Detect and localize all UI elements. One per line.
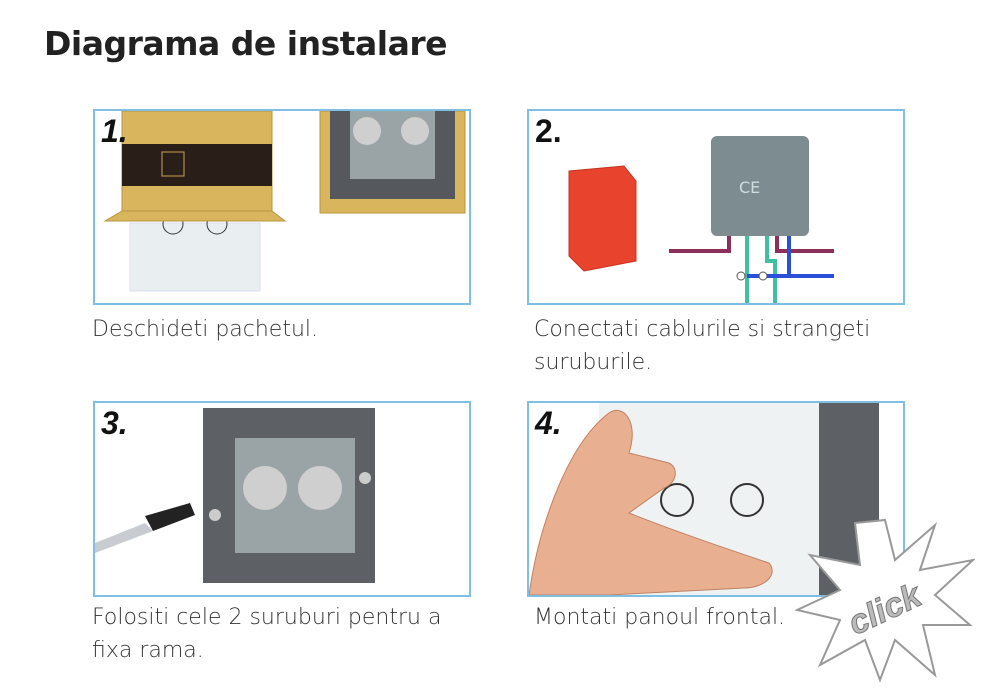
step-1-panel: 1.	[93, 109, 471, 305]
step-4-caption: Montati panoul frontal.	[534, 605, 786, 630]
step-number: 3.	[101, 405, 128, 441]
svg-text:CE: CE	[739, 178, 760, 197]
step-number: 2.	[535, 113, 562, 149]
step-2-panel: CE 2.	[527, 109, 905, 305]
step-1-caption: Deschideti pachetul.	[92, 317, 319, 342]
step-4-panel: 4.	[527, 401, 905, 597]
frame-screwing-illustration	[95, 408, 375, 583]
front-panel-illustration	[529, 403, 879, 595]
wiring-illustration: CE	[568, 136, 834, 303]
step-2-caption: Conectati cablurile si strangeti surubur…	[534, 317, 871, 375]
step-3-panel: 3.	[93, 401, 471, 597]
package-illustration	[103, 111, 466, 292]
page-title: Diagrama de instalare	[44, 24, 448, 63]
step-number: 1.	[101, 113, 128, 149]
step-number: 4.	[535, 405, 562, 441]
step-3-caption: Folositi cele 2 suruburi pentru a fixa r…	[92, 605, 442, 663]
click-starburst-badge: click	[795, 518, 975, 683]
